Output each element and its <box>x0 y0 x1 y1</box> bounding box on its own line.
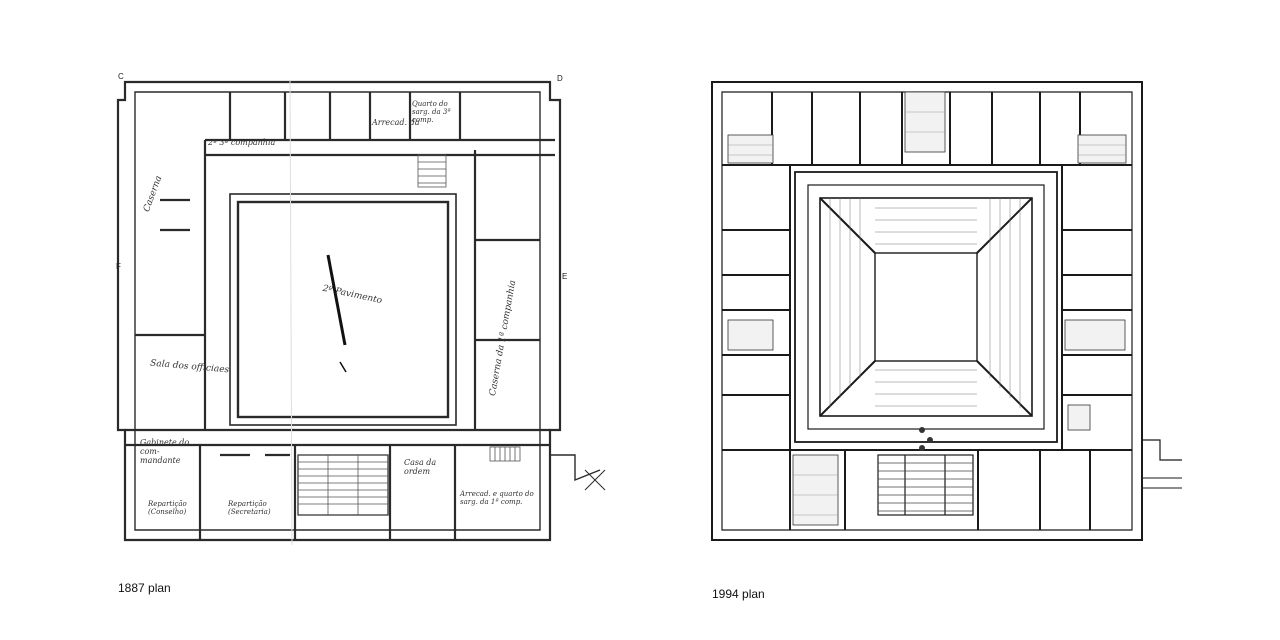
label-reparticao-left: Repartição (Conselho) <box>148 500 187 516</box>
label-reparticao-right: Repartição (Secretaria) <box>228 500 271 516</box>
corner-label-d: D <box>557 74 563 83</box>
label-gabinete: Gabinete do com-mandante <box>140 438 190 465</box>
caption-1887-plan: 1887 plan <box>118 581 171 595</box>
label-companhia-top: 2ª 3ª companhia <box>208 138 276 147</box>
caption-1994-plan: 1994 plan <box>712 587 765 601</box>
label-casa-ordem: Casa da ordem <box>404 458 437 476</box>
label-arrecadacao-bottom: Arrecad. e quarto do sarg. da 1ª comp. <box>460 490 534 506</box>
corner-label-c: C <box>118 72 124 81</box>
label-quarto: Quarto do sarg. da 3ª comp. <box>412 100 451 124</box>
corner-label-f: F <box>116 262 121 271</box>
label-arrecadacao: Arrecad. da <box>372 118 420 127</box>
corner-label-e: E <box>562 272 568 281</box>
